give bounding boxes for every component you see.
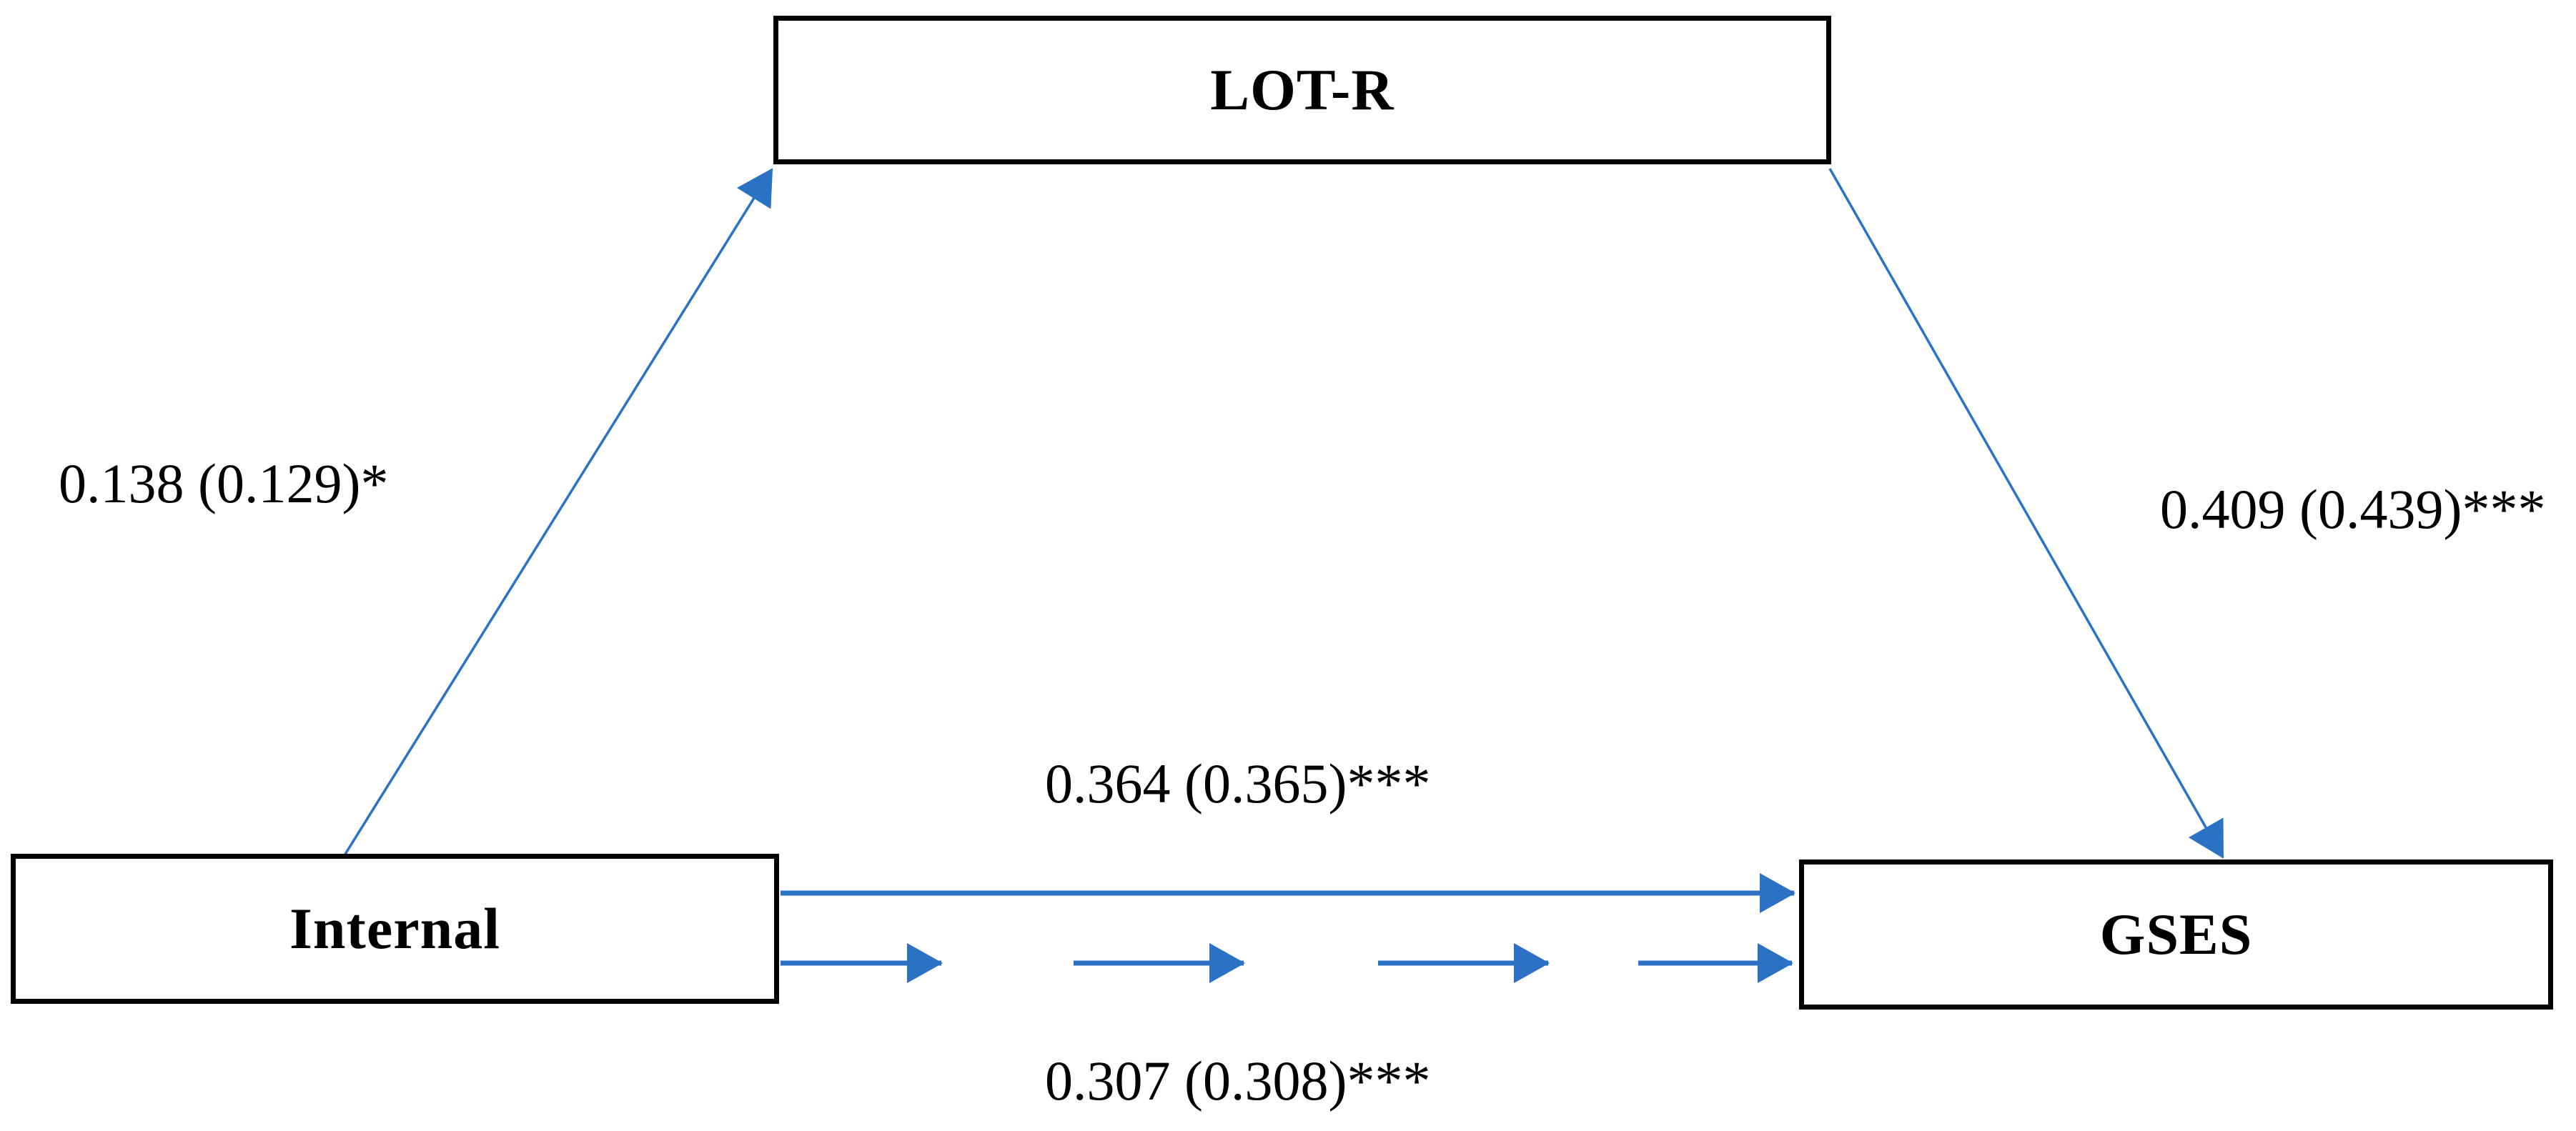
node-lotr-label: LOT-R: [1210, 57, 1394, 122]
node-gses: GSES: [1799, 860, 2553, 1010]
coefficient-internal-to-gses-direct: 0.364 (0.365)***: [1045, 752, 1431, 814]
coefficient-internal-to-gses-indirect: 0.307 (0.308)***: [1045, 1050, 1431, 1112]
path-internal-to-lotr-arrow: [343, 168, 773, 856]
node-internal-label: Internal: [289, 896, 500, 961]
coefficient-lotr-to-gses: 0.409 (0.439)***: [2160, 478, 2546, 540]
node-lotr: LOT-R: [773, 16, 1831, 164]
coefficient-internal-to-lotr: 0.138 (0.129)*: [59, 452, 389, 514]
node-gses-label: GSES: [2099, 902, 2253, 967]
node-internal: Internal: [11, 854, 779, 1004]
path-lotr-to-gses-arrow: [1828, 168, 2224, 859]
